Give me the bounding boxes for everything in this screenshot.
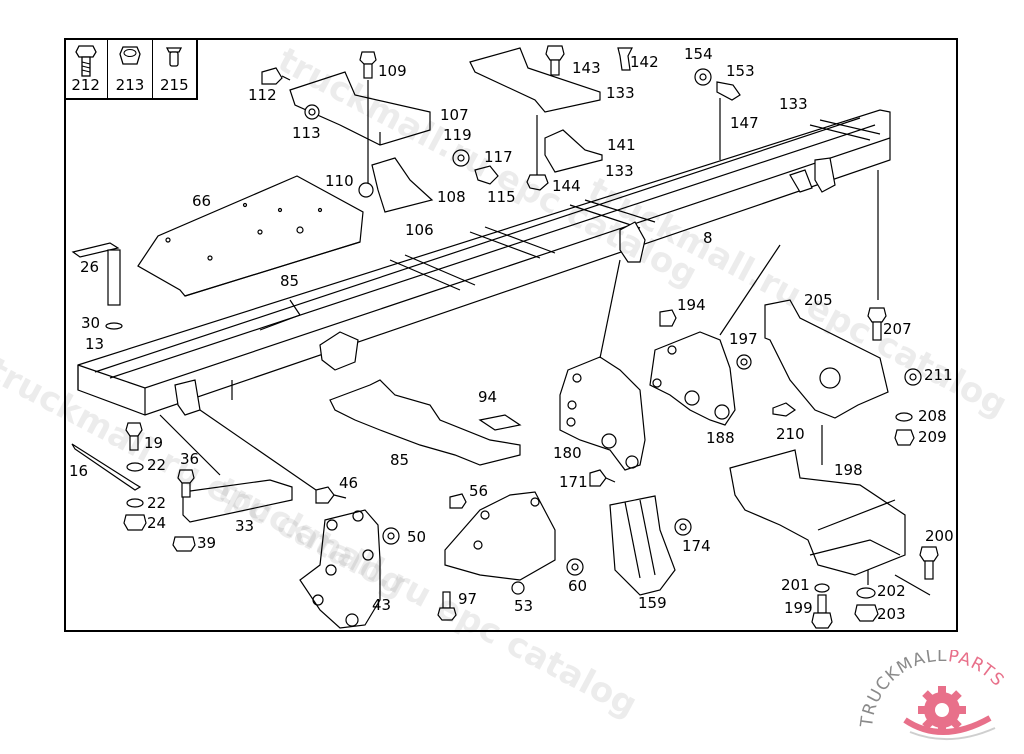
- callout-207[interactable]: 207: [883, 320, 912, 338]
- gear-logo-icon: TRUCKMALLPARTS: [857, 646, 1008, 741]
- callout-210[interactable]: 210: [776, 425, 805, 443]
- callout-112[interactable]: 112: [248, 86, 277, 104]
- rivet-icon: [166, 47, 183, 67]
- bolt-icon: [74, 45, 97, 77]
- callout-85-lower[interactable]: 85: [390, 451, 410, 469]
- callout-30[interactable]: 30: [81, 314, 101, 332]
- callout-60[interactable]: 60: [568, 577, 588, 595]
- part-53-bracket[interactable]: [437, 491, 584, 621]
- fasteners-misc[interactable]: [452, 68, 741, 185]
- nut-icon: [119, 46, 141, 65]
- part-43-bracket[interactable]: [199, 409, 400, 629]
- callout-85-upper[interactable]: 85: [280, 272, 300, 290]
- callout-153[interactable]: 153: [726, 62, 755, 80]
- callout-56[interactable]: 56: [469, 482, 489, 500]
- legend-label-rivet: 215: [160, 76, 189, 94]
- callout-171[interactable]: 171: [559, 473, 588, 491]
- callout-143[interactable]: 143: [572, 59, 601, 77]
- callout-36[interactable]: 36: [180, 450, 200, 468]
- callout-50[interactable]: 50: [407, 528, 427, 546]
- part-108-block[interactable]: [358, 157, 434, 213]
- callout-200[interactable]: 200: [925, 527, 954, 545]
- callout-22-lower[interactable]: 22: [147, 494, 167, 512]
- callout-154[interactable]: 154: [684, 45, 713, 63]
- callout-205[interactable]: 205: [804, 291, 833, 309]
- part-133-upper-bracket[interactable]: [469, 45, 633, 113]
- callout-113[interactable]: 113: [292, 124, 321, 142]
- callout-107[interactable]: 107: [440, 106, 469, 124]
- callout-141[interactable]: 141: [607, 136, 636, 154]
- callout-16[interactable]: 16: [69, 462, 89, 480]
- fastener-legend: 212 213 215: [64, 38, 198, 100]
- callout-203[interactable]: 203: [877, 605, 906, 623]
- callout-43[interactable]: 43: [372, 596, 392, 614]
- callout-24[interactable]: 24: [147, 514, 167, 532]
- part-107-bracket[interactable]: [261, 51, 431, 190]
- part-66-plate[interactable]: [137, 175, 364, 400]
- left-small-parts[interactable]: [71, 414, 293, 552]
- callout-133-middle[interactable]: 133: [605, 162, 634, 180]
- callout-209[interactable]: 209: [918, 428, 947, 446]
- part-180-spring-bracket[interactable]: [559, 259, 646, 471]
- callout-110[interactable]: 110: [325, 172, 354, 190]
- callout-147[interactable]: 147: [730, 114, 759, 132]
- callout-53[interactable]: 53: [514, 597, 534, 615]
- callout-142[interactable]: 142: [630, 53, 659, 71]
- callout-133-right[interactable]: 133: [779, 95, 808, 113]
- callout-133-upper[interactable]: 133: [606, 84, 635, 102]
- callout-46[interactable]: 46: [339, 474, 359, 492]
- callout-19[interactable]: 19: [144, 434, 164, 452]
- legend-item-rivet[interactable]: 215: [153, 38, 196, 98]
- callout-159[interactable]: 159: [638, 594, 667, 612]
- callout-202[interactable]: 202: [877, 582, 906, 600]
- callout-108[interactable]: 108: [437, 188, 466, 206]
- part-198-crossmember[interactable]: [729, 449, 939, 629]
- legend-item-bolt[interactable]: 212: [64, 38, 109, 98]
- callout-144[interactable]: 144: [552, 177, 581, 195]
- callout-117[interactable]: 117: [484, 148, 513, 166]
- callout-22-upper[interactable]: 22: [147, 456, 167, 474]
- part-205-bracket[interactable]: [764, 299, 922, 465]
- callout-199[interactable]: 199: [784, 599, 813, 617]
- logo-text-accent: PARTS: [947, 650, 1008, 691]
- callout-198[interactable]: 198: [834, 461, 863, 479]
- legend-item-nut[interactable]: 213: [108, 38, 153, 98]
- callout-194[interactable]: 194: [677, 296, 706, 314]
- callout-33[interactable]: 33: [235, 517, 255, 535]
- part-159-bracket[interactable]: [589, 469, 692, 596]
- callout-119[interactable]: 119: [443, 126, 472, 144]
- callout-97[interactable]: 97: [458, 590, 478, 608]
- callout-211[interactable]: 211: [924, 366, 953, 384]
- callout-39[interactable]: 39: [197, 534, 217, 552]
- callout-180[interactable]: 180: [553, 444, 582, 462]
- callout-201[interactable]: 201: [781, 576, 810, 594]
- callout-94[interactable]: 94: [478, 388, 498, 406]
- callout-106[interactable]: 106: [405, 221, 434, 239]
- truckmallparts-logo[interactable]: TRUCKMALLPARTS: [850, 646, 1024, 750]
- part-26-pin[interactable]: [71, 242, 123, 330]
- part-188-spring-bracket[interactable]: [649, 244, 781, 426]
- chassis-frame[interactable]: [77, 109, 891, 416]
- callout-188[interactable]: 188: [706, 429, 735, 447]
- callout-197[interactable]: 197: [729, 330, 758, 348]
- callout-8[interactable]: 8: [703, 229, 713, 247]
- callout-208[interactable]: 208: [918, 407, 947, 425]
- callout-66[interactable]: 66: [192, 192, 212, 210]
- part-85-crossmember[interactable]: [329, 379, 522, 466]
- callout-109[interactable]: 109: [378, 62, 407, 80]
- legend-label-nut: 213: [115, 76, 145, 94]
- legend-label-bolt: 212: [71, 76, 100, 94]
- part-141-bracket[interactable]: [526, 115, 603, 191]
- callout-13[interactable]: 13: [85, 335, 105, 353]
- callout-26[interactable]: 26: [80, 258, 100, 276]
- callout-115[interactable]: 115: [487, 188, 516, 206]
- callout-174[interactable]: 174: [682, 537, 711, 555]
